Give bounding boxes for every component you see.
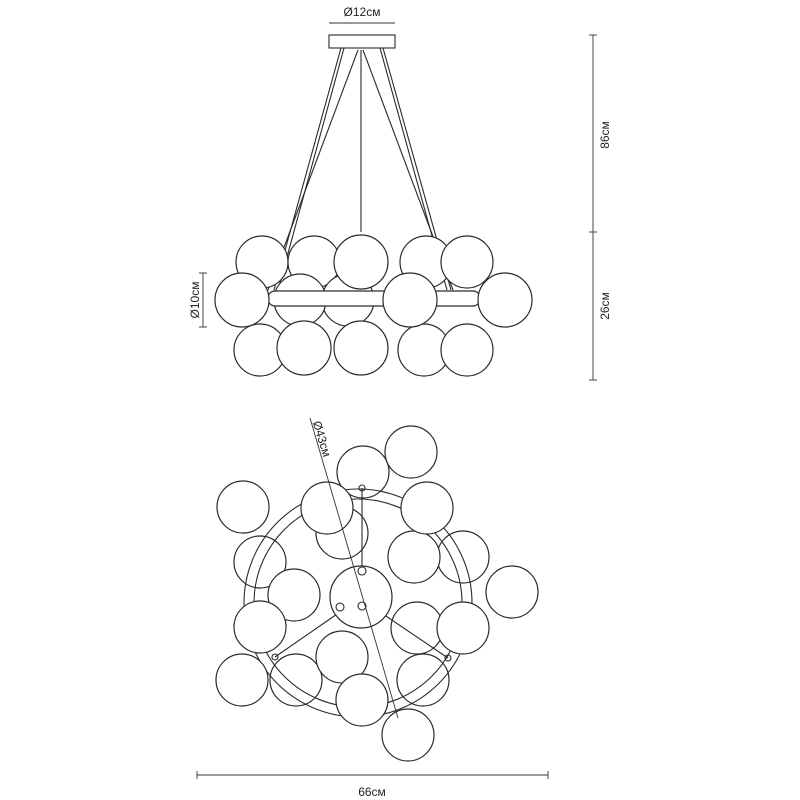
suspension-rod: [277, 47, 345, 291]
glass-globe: [214, 272, 270, 328]
glass-globe: [336, 445, 390, 499]
glass-globe: [381, 708, 435, 762]
rod: [379, 611, 449, 659]
ceiling-canopy: [328, 34, 396, 49]
dim-ring-diameter: [309, 417, 399, 719]
glass-globe: [387, 530, 441, 584]
bottom-view: [215, 425, 539, 762]
glass-globe: [400, 481, 454, 535]
glass-globe: [335, 673, 389, 727]
glass-globe: [382, 272, 438, 328]
glass-globe: [384, 425, 438, 479]
label-ring-diameter: Ø43см: [310, 419, 334, 458]
glass-globe: [276, 320, 332, 376]
fixing-point: [358, 484, 366, 492]
glass-globe: [440, 235, 494, 289]
label-suspension-height: 86см: [598, 121, 612, 149]
label-canopy-diameter: Ø12см: [344, 5, 381, 19]
glass-globe: [300, 481, 354, 535]
glass-globe: [216, 480, 270, 534]
glass-globe: [440, 323, 494, 377]
glass-globe: [333, 320, 389, 376]
glass-globe: [215, 653, 269, 707]
glass-globe: [485, 565, 539, 619]
fixing-point: [444, 654, 452, 662]
glass-globe: [436, 601, 490, 655]
label-globe-diameter: Ø10см: [188, 282, 202, 319]
fixing-point: [335, 602, 345, 612]
rod: [274, 611, 341, 658]
glass-globe: [436, 530, 490, 584]
label-body-height: 26см: [598, 292, 612, 320]
glass-globe: [390, 601, 444, 655]
canopy-plate: [329, 565, 393, 629]
glass-globe: [269, 653, 323, 707]
label-overall-width: 66см: [358, 785, 386, 799]
fixing-point: [357, 566, 367, 576]
glass-globe: [333, 234, 389, 290]
fixing-point: [357, 601, 367, 611]
glass-globe: [396, 653, 450, 707]
ring-bar: [267, 290, 481, 307]
glass-globe: [233, 600, 287, 654]
fixing-point: [271, 653, 279, 661]
side-view: [214, 34, 533, 377]
glass-globe: [267, 568, 321, 622]
glass-globe: [477, 272, 533, 328]
